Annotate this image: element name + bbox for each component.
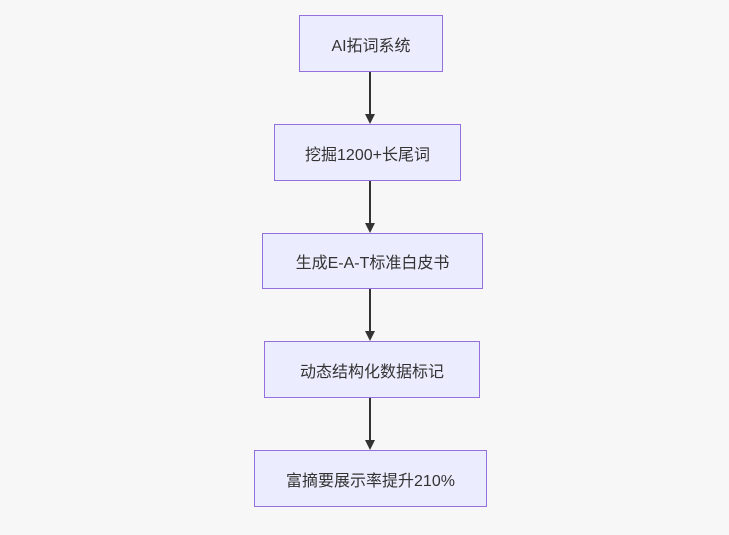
flow-arrow-2 xyxy=(364,181,376,233)
flowchart-node-ai-keyword-system: AI拓词系统 xyxy=(299,15,443,72)
flowchart-node-eat-whitepaper: 生成E-A-T标准白皮书 xyxy=(262,233,483,289)
arrow-line xyxy=(369,72,371,116)
arrowhead-down-icon xyxy=(365,114,375,124)
flow-arrow-4 xyxy=(364,398,376,450)
flowchart-node-rich-snippet-result: 富摘要展示率提升210% xyxy=(254,450,487,507)
flowchart-node-structured-data-markup: 动态结构化数据标记 xyxy=(264,341,480,398)
flowchart-node-longtail-mining: 挖掘1200+长尾词 xyxy=(274,124,461,181)
arrow-line xyxy=(369,398,371,442)
flow-arrow-3 xyxy=(364,289,376,341)
arrowhead-down-icon xyxy=(365,440,375,450)
arrowhead-down-icon xyxy=(365,223,375,233)
arrow-line xyxy=(369,181,371,225)
arrowhead-down-icon xyxy=(365,331,375,341)
arrow-line xyxy=(369,289,371,333)
flow-arrow-1 xyxy=(364,72,376,124)
